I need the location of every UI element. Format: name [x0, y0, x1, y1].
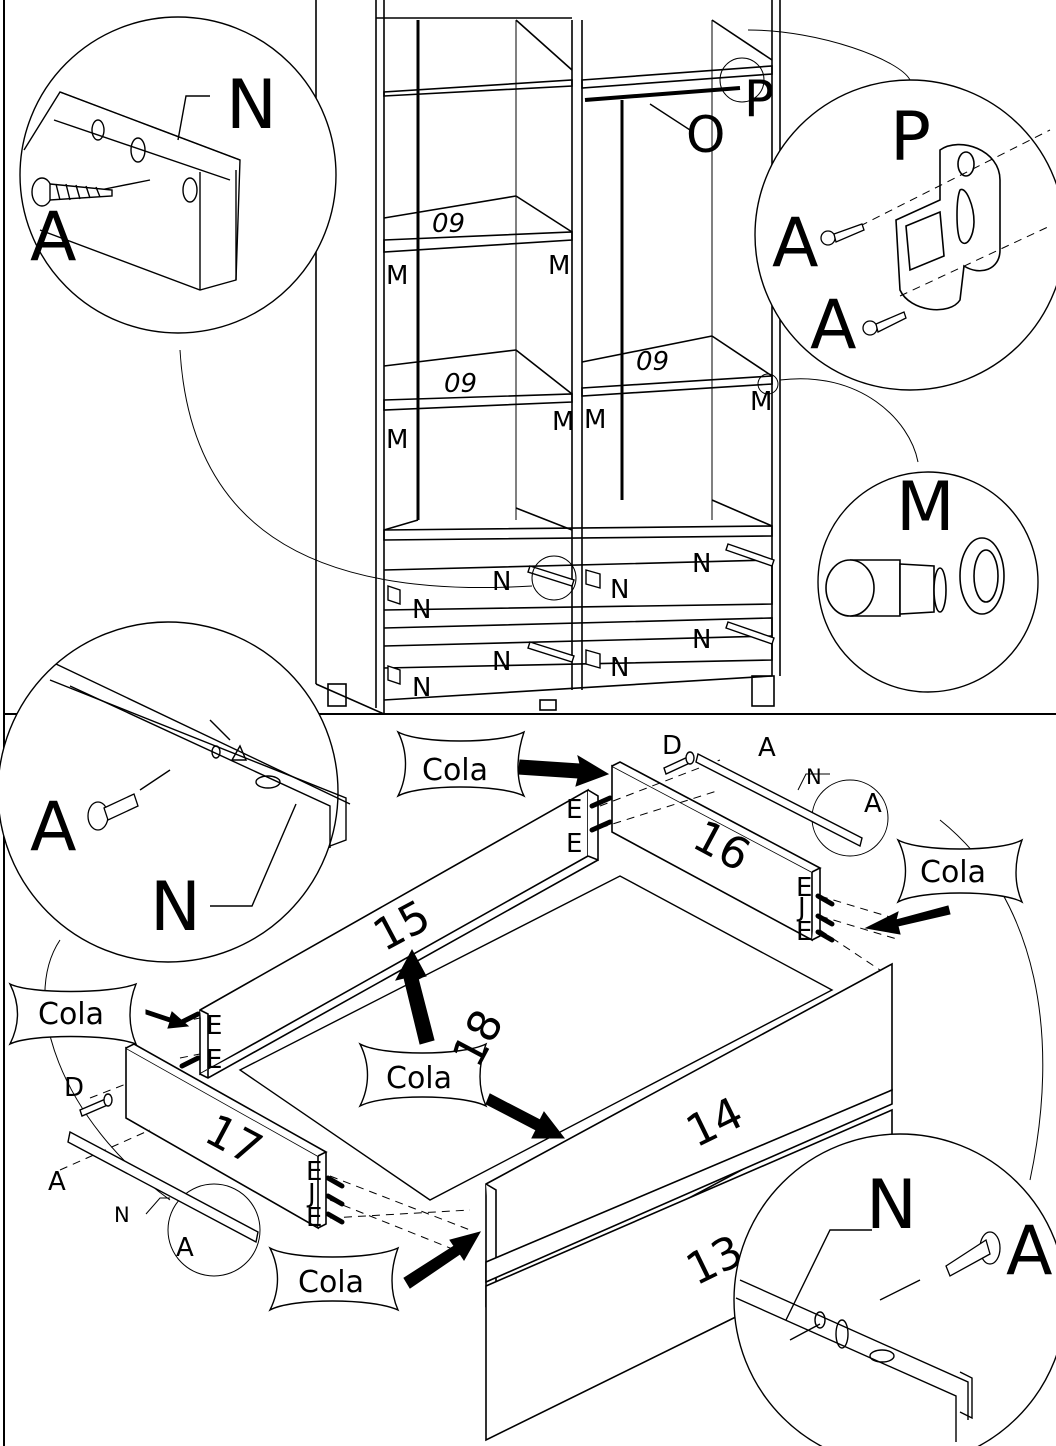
- detail-rail-screw-right: N A: [733, 1133, 1056, 1446]
- rail-label: N: [150, 868, 201, 947]
- drawer-rails: [67, 751, 863, 1244]
- cam-label: J: [306, 1179, 316, 1209]
- pin-label: M: [552, 407, 574, 437]
- glue-label: Cola: [298, 1265, 364, 1300]
- detail-shelf-pin: M: [817, 468, 1039, 693]
- drawer-left-panel: [125, 1043, 328, 1230]
- screw-icon: [31, 177, 113, 207]
- detail-rail-screw-top: N A: [19, 16, 337, 334]
- hardware-labels: E E E J E E E E J E D D A A A A N N: [48, 731, 882, 1263]
- glue-label: Cola: [386, 1061, 452, 1096]
- shelf-label: 09: [444, 369, 477, 399]
- rail-label: N: [610, 575, 629, 605]
- rail-label: N: [692, 549, 711, 579]
- rail-label: N: [412, 673, 431, 703]
- dowel-label: E: [796, 873, 812, 903]
- pin-label: M: [386, 261, 408, 291]
- shelf-label: 09: [636, 347, 669, 377]
- pin-label: M: [584, 405, 606, 435]
- screw-icon: [87, 793, 139, 831]
- dowel-label: E: [566, 795, 582, 825]
- rod-bracket-icon: [895, 143, 1001, 311]
- bracket-label: P: [890, 98, 931, 177]
- shelf-pin-icon: [825, 537, 1005, 617]
- rod-label: O: [686, 106, 725, 164]
- cabinet-labels: 09 09 09 M M M M M M N N N N N N N N O P: [386, 70, 774, 703]
- dowel-label: E: [306, 1203, 322, 1233]
- pin-label: M: [548, 251, 570, 281]
- rail-label: N: [610, 653, 629, 683]
- small-screw-label: A: [48, 1167, 66, 1197]
- dowel-label: E: [206, 1011, 222, 1041]
- dowel-label: E: [796, 917, 812, 947]
- glue-banners: [8, 730, 1024, 1312]
- rail-label: N: [806, 765, 822, 789]
- screw-icon: [820, 223, 907, 336]
- screw-label: D: [662, 731, 682, 761]
- detail-rail-screw-left: A N: [0, 621, 351, 963]
- rail-label: N: [412, 595, 431, 625]
- detail-rod-bracket: P A A: [754, 79, 1056, 391]
- screw-label: A: [810, 286, 857, 365]
- screw-label: A: [30, 788, 77, 867]
- screw-label: A: [1006, 1212, 1053, 1291]
- dowel-icons: [179, 795, 835, 1225]
- rail-label: N: [226, 66, 277, 145]
- cabinet-rails: [387, 543, 775, 685]
- rail-label: N: [866, 1166, 917, 1245]
- detail-leaders-top: [179, 29, 919, 601]
- drawer-bottom-panel: [238, 875, 834, 1201]
- wardrobe-cabinet: [315, 0, 781, 715]
- small-screw-label: A: [176, 1233, 194, 1263]
- small-screw-label: A: [864, 789, 882, 819]
- glue-labels: Cola Cola Cola Cola Cola: [38, 753, 986, 1300]
- pin-label: M: [750, 387, 772, 417]
- screw-label: A: [30, 198, 77, 277]
- rail-label: N: [492, 647, 511, 677]
- rail-label: N: [692, 625, 711, 655]
- rail-label: N: [114, 1203, 130, 1227]
- screw-label: D: [64, 1073, 84, 1103]
- small-screw-label: A: [758, 733, 776, 763]
- shelf-label: 09: [432, 209, 465, 239]
- rail-label: N: [492, 567, 511, 597]
- pin-label: M: [386, 425, 408, 455]
- drawer-right-panel: [611, 761, 822, 942]
- dowel-label: E: [206, 1045, 222, 1075]
- cam-label: J: [796, 893, 806, 923]
- screw-icon: [945, 1231, 1001, 1277]
- pin-label: M: [896, 468, 955, 547]
- glue-arrows: [145, 754, 951, 1289]
- glue-label: Cola: [920, 855, 986, 890]
- glue-label: Cola: [422, 753, 488, 788]
- bracket-label: P: [744, 70, 774, 128]
- screw-label: A: [772, 204, 819, 283]
- dowel-label: E: [566, 829, 582, 859]
- glue-label: Cola: [38, 997, 104, 1032]
- dowel-label: E: [306, 1157, 322, 1187]
